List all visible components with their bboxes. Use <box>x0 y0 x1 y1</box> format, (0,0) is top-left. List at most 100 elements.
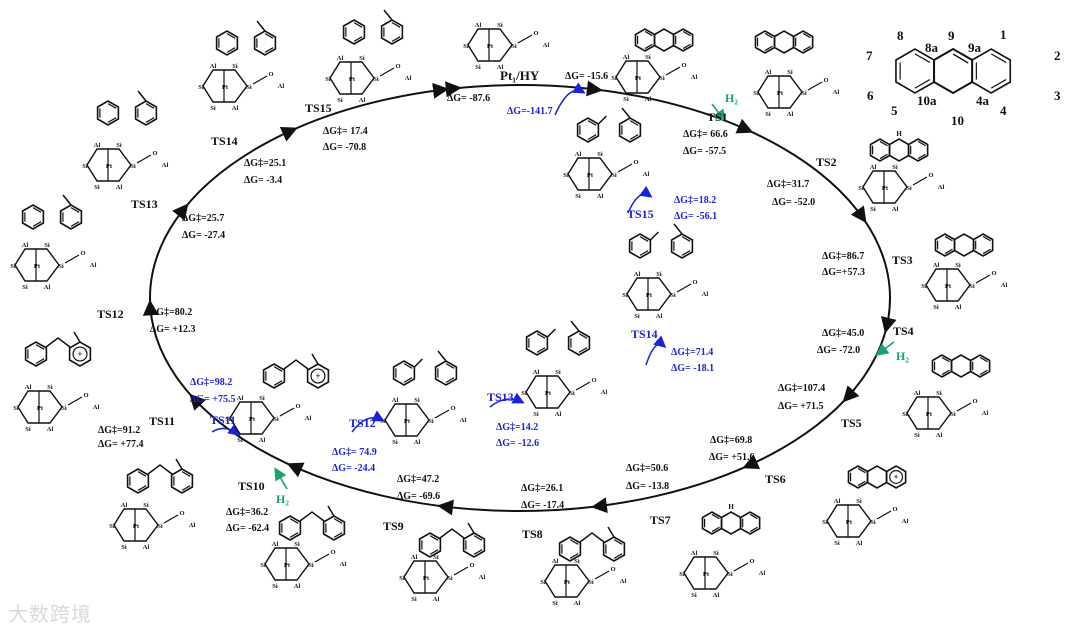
double-bond <box>445 377 455 383</box>
o-atom: O <box>295 403 300 410</box>
al-atom: Al <box>305 415 312 422</box>
double-bond <box>587 134 597 140</box>
double-bond <box>941 356 950 363</box>
al-atom: Al <box>44 284 51 291</box>
double-bond <box>749 526 758 533</box>
site-ring <box>757 75 803 109</box>
al-atom: Al <box>497 64 504 71</box>
double-bond <box>473 549 483 555</box>
o-atom: O <box>928 172 933 179</box>
o-atom: O <box>533 30 538 37</box>
site-ring <box>615 60 661 94</box>
o-atom: O <box>330 549 335 556</box>
site-ring <box>567 157 613 191</box>
site-ring <box>467 28 513 62</box>
al-atom: Al <box>656 313 663 320</box>
central-ring <box>950 354 972 378</box>
benzyl-toluene: + <box>262 353 330 389</box>
methylene-bridge <box>439 528 465 539</box>
anthracene-position-5: 5 <box>891 103 898 118</box>
benzyl-toluene <box>278 505 346 541</box>
methylene-bridge <box>147 464 173 475</box>
si-atom: Si <box>902 411 908 418</box>
si-atom: Si <box>232 63 238 70</box>
si-atom: Si <box>679 571 685 578</box>
central-ring <box>720 511 742 535</box>
benzene-ring <box>322 515 346 541</box>
cycle-arrowhead <box>586 80 603 97</box>
cation-sign: + <box>315 371 320 381</box>
si-atom: Si <box>569 390 575 397</box>
site-ring <box>906 396 952 430</box>
si-atom: Si <box>727 571 733 578</box>
inner-entry-dg: ΔG=-141.7 <box>507 106 553 117</box>
polycyclic-molecule <box>634 28 694 52</box>
si-atom: Si <box>82 163 88 170</box>
o-atom: O <box>179 510 184 517</box>
si-atom: Si <box>892 164 898 171</box>
double-bond <box>982 235 991 242</box>
polycyclic-molecule: H <box>869 130 929 162</box>
si-atom: Si <box>623 96 629 103</box>
methyl-bond <box>256 20 266 32</box>
benzene-toluene-pair <box>21 194 83 230</box>
double-bond <box>473 535 483 541</box>
ts14-label: TS14 <box>211 134 238 148</box>
si-atom: Si <box>380 418 386 425</box>
ts7-dg: ΔG= -13.8 <box>626 481 670 492</box>
benzene-ring <box>567 330 591 356</box>
si-atom: Si <box>540 579 546 586</box>
methyl-bond <box>137 90 147 102</box>
cycle-arrowhead <box>432 82 450 99</box>
benzene-ring <box>847 465 869 489</box>
double-bond <box>70 221 80 227</box>
ts8-dgts: ΔG‡=26.1 <box>521 483 564 494</box>
site-ring <box>202 69 248 103</box>
ts10-dgts: ΔG‡=36.2 <box>226 507 269 518</box>
si-atom: Si <box>588 579 594 586</box>
ts1-dgts: ΔG‡= 66.6 <box>683 129 728 140</box>
benzene-ring <box>931 354 953 378</box>
pt-atom: Pt <box>249 416 256 423</box>
ts11-dgts: ΔG‡=91.2 <box>98 425 141 436</box>
si-atom: Si <box>259 395 265 402</box>
benzene-ring <box>701 511 723 535</box>
al-atom: Al <box>892 206 899 213</box>
cycle-arrowhead <box>850 205 867 224</box>
al-atom: Al <box>1001 282 1008 289</box>
aromatic-circle <box>72 346 88 362</box>
benzene-ring <box>628 233 652 259</box>
double-bond <box>944 248 953 255</box>
o-atom: O <box>892 506 897 513</box>
ts2-dgts: ΔG‡=31.7 <box>767 179 810 190</box>
al-atom: Al <box>278 83 285 90</box>
si-atom: Si <box>433 554 439 561</box>
si-atom: Si <box>552 600 558 607</box>
anthracene-position-3: 3 <box>1054 88 1061 103</box>
double-bond <box>107 103 117 109</box>
double-bond <box>802 45 811 52</box>
o-bond <box>733 562 749 572</box>
o-atom: O <box>450 405 455 412</box>
aromatic-circle <box>889 470 904 484</box>
ts7-label: TS7 <box>650 513 671 527</box>
si-atom: Si <box>575 193 581 200</box>
o-bond <box>575 381 591 391</box>
o-bond <box>617 163 633 173</box>
inner-ts13-dgts: ΔG‡=14.2 <box>496 422 539 433</box>
cycle-arrowhead <box>742 454 761 470</box>
benzene-ring <box>634 28 656 52</box>
benzene-ring <box>739 511 761 535</box>
anthracene-position-4: 4 <box>1000 103 1007 118</box>
pt-atom: Pt <box>133 523 140 530</box>
cycle-arrowhead <box>279 126 298 142</box>
ts3-label: TS3 <box>892 253 913 267</box>
benzene-ring <box>618 117 642 143</box>
si-atom: Si <box>969 283 975 290</box>
al-atom: Al <box>597 193 604 200</box>
site-ring <box>384 403 430 437</box>
o-bond <box>64 254 80 264</box>
